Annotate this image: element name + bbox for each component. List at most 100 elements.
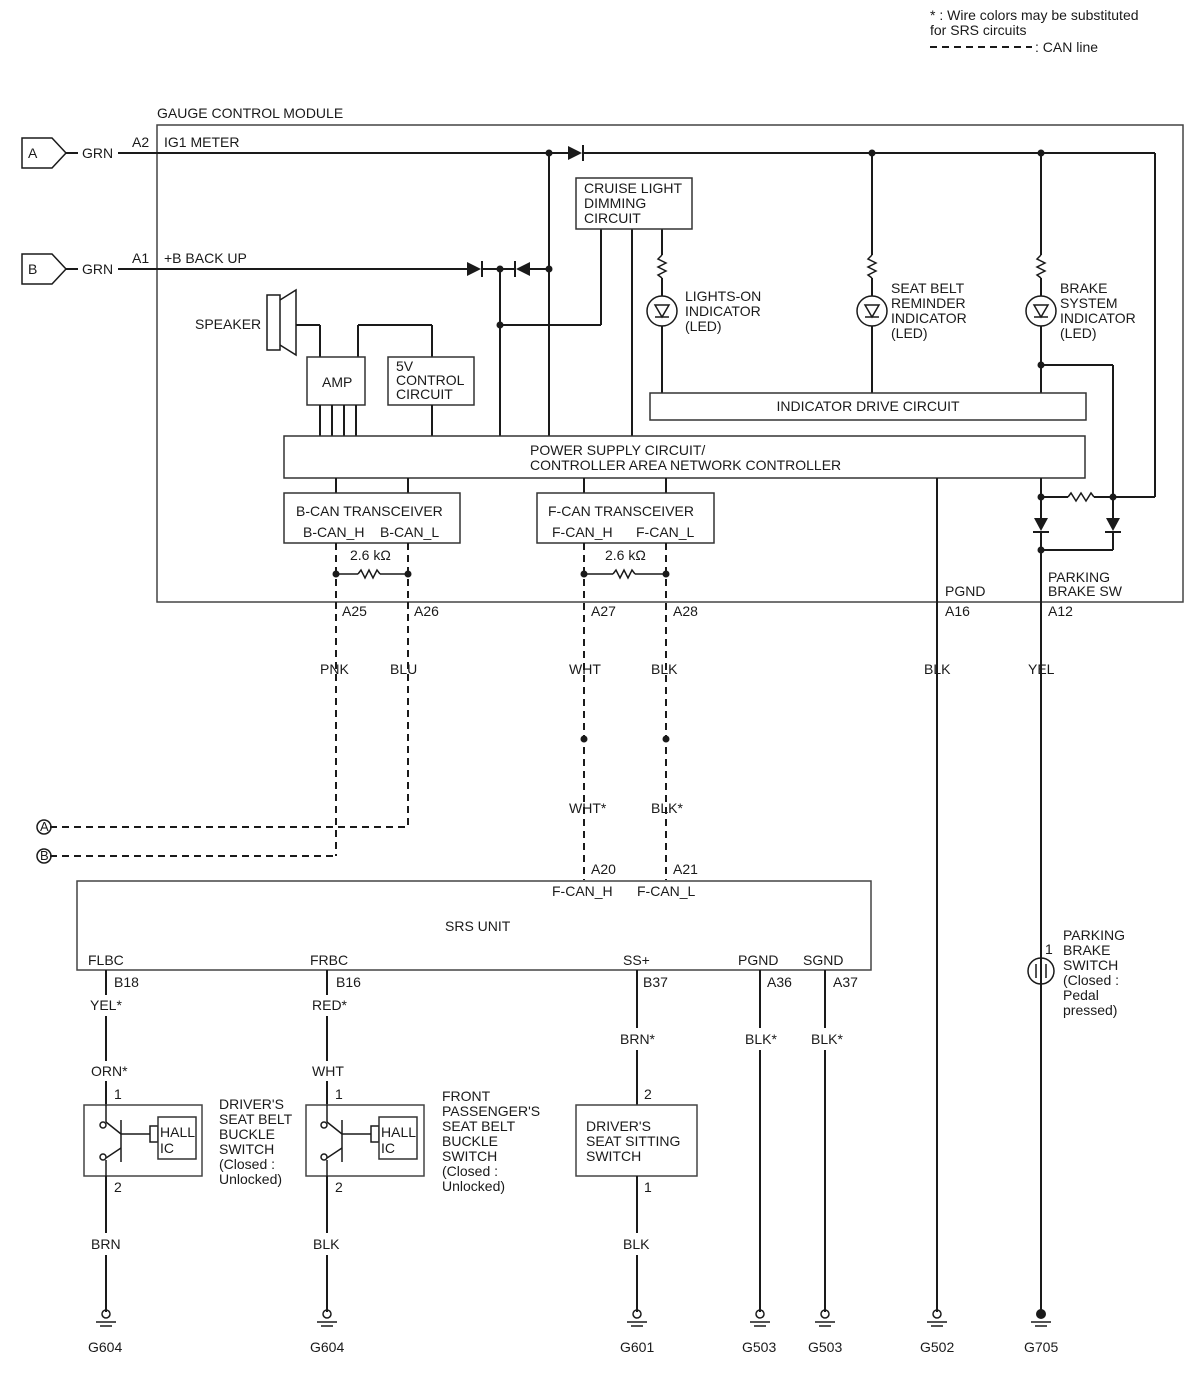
b-can-h-label: B-CAN_H [303, 524, 364, 540]
cruise-light-line1: CRUISE LIGHT [584, 180, 682, 196]
driver-hall-label: HALL [160, 1124, 195, 1140]
driver-buckle-line2: SEAT BELT [219, 1111, 293, 1127]
indicator-drive-label: INDICATOR DRIVE CIRCUIT [776, 398, 959, 414]
amp-block [306, 356, 366, 406]
passenger-ic-label: IC [381, 1140, 395, 1156]
5v-line2: CONTROL [396, 372, 465, 388]
parking-line2: BRAKE [1063, 942, 1110, 958]
wire-blk-s-pgnd: BLK* [745, 1031, 777, 1047]
passenger-hall-label: HALL [381, 1124, 416, 1140]
passenger-buckle-line3: SEAT BELT [442, 1118, 516, 1134]
b-can-resistance: 2.6 kΩ [350, 547, 391, 563]
f-can-h-label: F-CAN_H [552, 524, 613, 540]
diode-ig1 [568, 146, 582, 160]
seat-belt-line2: REMINDER [891, 295, 966, 311]
driver-buckle-line1: DRIVER'S [219, 1096, 284, 1112]
passenger-buckle-line5: SWITCH [442, 1148, 497, 1164]
junction-a-marker [36, 819, 52, 835]
parking-brake-switch-icon [1027, 957, 1055, 985]
cruise-light-dimming-circuit [575, 177, 693, 230]
5v-control-circuit [387, 356, 475, 406]
connector-b-label: B [28, 261, 37, 277]
ig1-meter-label: IG1 METER [164, 134, 239, 150]
cruise-light-line3: CIRCUIT [584, 210, 641, 226]
resistor-parking [1067, 491, 1095, 503]
pin-a2: A2 [132, 134, 149, 150]
wire-wht-s: WHT* [569, 800, 607, 816]
pin-a16: A16 [945, 603, 970, 619]
indicator-drive-circuit [649, 392, 1087, 421]
ground-g502: G502 [920, 1309, 954, 1355]
sitting-pin-1: 1 [644, 1179, 652, 1195]
parking-line5: Pedal [1063, 987, 1099, 1003]
pin-a25: A25 [342, 603, 367, 619]
wire-blk-pgnd: BLK [924, 661, 951, 677]
ground-g705: G705 [1024, 1309, 1058, 1355]
srs-sgnd: SGND [803, 952, 843, 968]
ground-label-g502: G502 [920, 1339, 954, 1355]
power-supply-line1: POWER SUPPLY CIRCUIT/ [530, 442, 705, 458]
pin-b18: B18 [114, 974, 139, 990]
legend-asterisk-note: * : Wire colors may be substituted [930, 7, 1139, 23]
diode-backup-2 [516, 262, 530, 276]
f-can-resistance: 2.6 kΩ [605, 547, 646, 563]
sitting-line3: SWITCH [586, 1148, 641, 1164]
parking-sw-line1: PARKING [1048, 569, 1110, 585]
passenger-buckle-line2: PASSENGER'S [442, 1103, 540, 1119]
srs-fcan-h: F-CAN_H [552, 883, 613, 899]
brake-line1: BRAKE [1060, 280, 1107, 296]
driver-buckle-line4: SWITCH [219, 1141, 274, 1157]
resistor-lights-on [656, 254, 668, 279]
lights-on-led-icon [646, 295, 678, 327]
pin-a36: A36 [767, 974, 792, 990]
wire-blk-s-sgnd: BLK* [811, 1031, 843, 1047]
pin-a21: A21 [673, 861, 698, 877]
diode-parking-2 [1106, 518, 1120, 531]
passenger-buckle-line1: FRONT [442, 1088, 491, 1104]
driver-buckle-line5: (Closed : [219, 1156, 275, 1172]
driver-buckle-line3: BUCKLE [219, 1126, 275, 1142]
ground-g601: G601 [620, 1309, 654, 1355]
ground-g604-driver: G604 [88, 1309, 122, 1355]
brake-line4: (LED) [1060, 325, 1097, 341]
pin-b37: B37 [643, 974, 668, 990]
wire-blk-sitting: BLK [623, 1236, 650, 1252]
srs-frbc: FRBC [310, 952, 348, 968]
parking-sw-line2: BRAKE SW [1048, 583, 1123, 599]
ground-label-g604-2: G604 [310, 1339, 344, 1355]
ground-label-g705: G705 [1024, 1339, 1058, 1355]
wire-grn-b: GRN [82, 261, 113, 277]
speaker-label: SPEAKER [195, 316, 261, 332]
wire-blk-passenger: BLK [313, 1236, 340, 1252]
wire-brn-s: BRN* [620, 1031, 656, 1047]
legend: * : Wire colors may be substituted for S… [930, 7, 1139, 55]
connector-a-symbol [21, 137, 68, 169]
driver-buckle-pin-1: 1 [114, 1086, 122, 1102]
ground-label-g503-2: G503 [808, 1339, 842, 1355]
ground-g503-sgnd: G503 [808, 1309, 842, 1355]
connector-a-label: A [28, 145, 38, 161]
legend-can-line-label: : CAN line [1035, 39, 1098, 55]
lights-on-line2: INDICATOR [685, 303, 761, 319]
wire-grn-a: GRN [82, 145, 113, 161]
pin-a20: A20 [591, 861, 616, 877]
f-can-l-label: F-CAN_L [636, 524, 695, 540]
sitting-line2: SEAT SITTING [586, 1133, 680, 1149]
driver-ic-label: IC [160, 1140, 174, 1156]
f-can-title: F-CAN TRANSCEIVER [548, 503, 694, 519]
b-can-transceiver [283, 492, 461, 544]
resistor-seat-belt [866, 254, 878, 279]
f-can-transceiver [536, 492, 715, 544]
wire-blu: BLU [390, 661, 417, 677]
seat-belt-line1: SEAT BELT [891, 280, 965, 296]
passenger-buckle-line7: Unlocked) [442, 1178, 505, 1194]
sitting-line1: DRIVER'S [586, 1118, 651, 1134]
parking-line4: (Closed : [1063, 972, 1119, 988]
wire-red-s: RED* [312, 997, 348, 1013]
passenger-buckle-pin-2: 2 [335, 1179, 343, 1195]
junction-b-label: B [40, 848, 49, 863]
passenger-buckle-line4: BUCKLE [442, 1133, 498, 1149]
pin-a27: A27 [591, 603, 616, 619]
wire-brn-driver: BRN [91, 1236, 121, 1252]
srs-pgnd: PGND [738, 952, 778, 968]
